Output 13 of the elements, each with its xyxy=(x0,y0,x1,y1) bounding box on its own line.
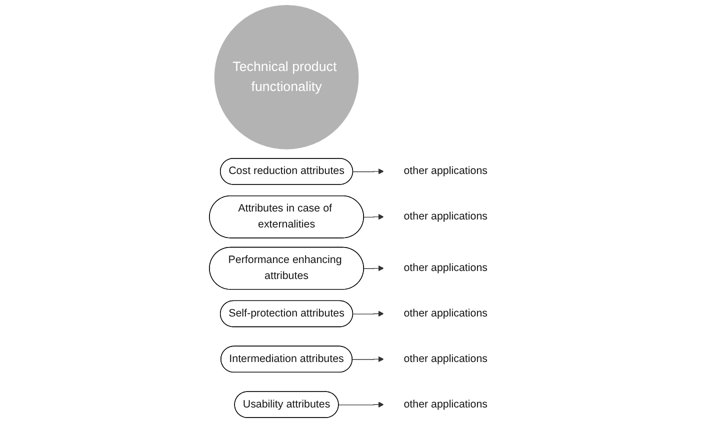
node-text: other applications xyxy=(404,353,488,365)
arrow xyxy=(352,356,384,362)
arrow xyxy=(364,214,384,220)
arrow xyxy=(352,310,384,317)
arrow xyxy=(352,168,384,174)
arrow xyxy=(364,265,384,272)
node-text: other applications xyxy=(404,262,488,274)
node-text: other applications xyxy=(404,398,488,410)
arrow xyxy=(338,402,384,408)
node-text: other applications xyxy=(404,165,488,177)
node-circle: Technical product functionality xyxy=(214,5,359,150)
node-text: other applications xyxy=(404,210,488,222)
node-text: other applications xyxy=(404,308,488,320)
